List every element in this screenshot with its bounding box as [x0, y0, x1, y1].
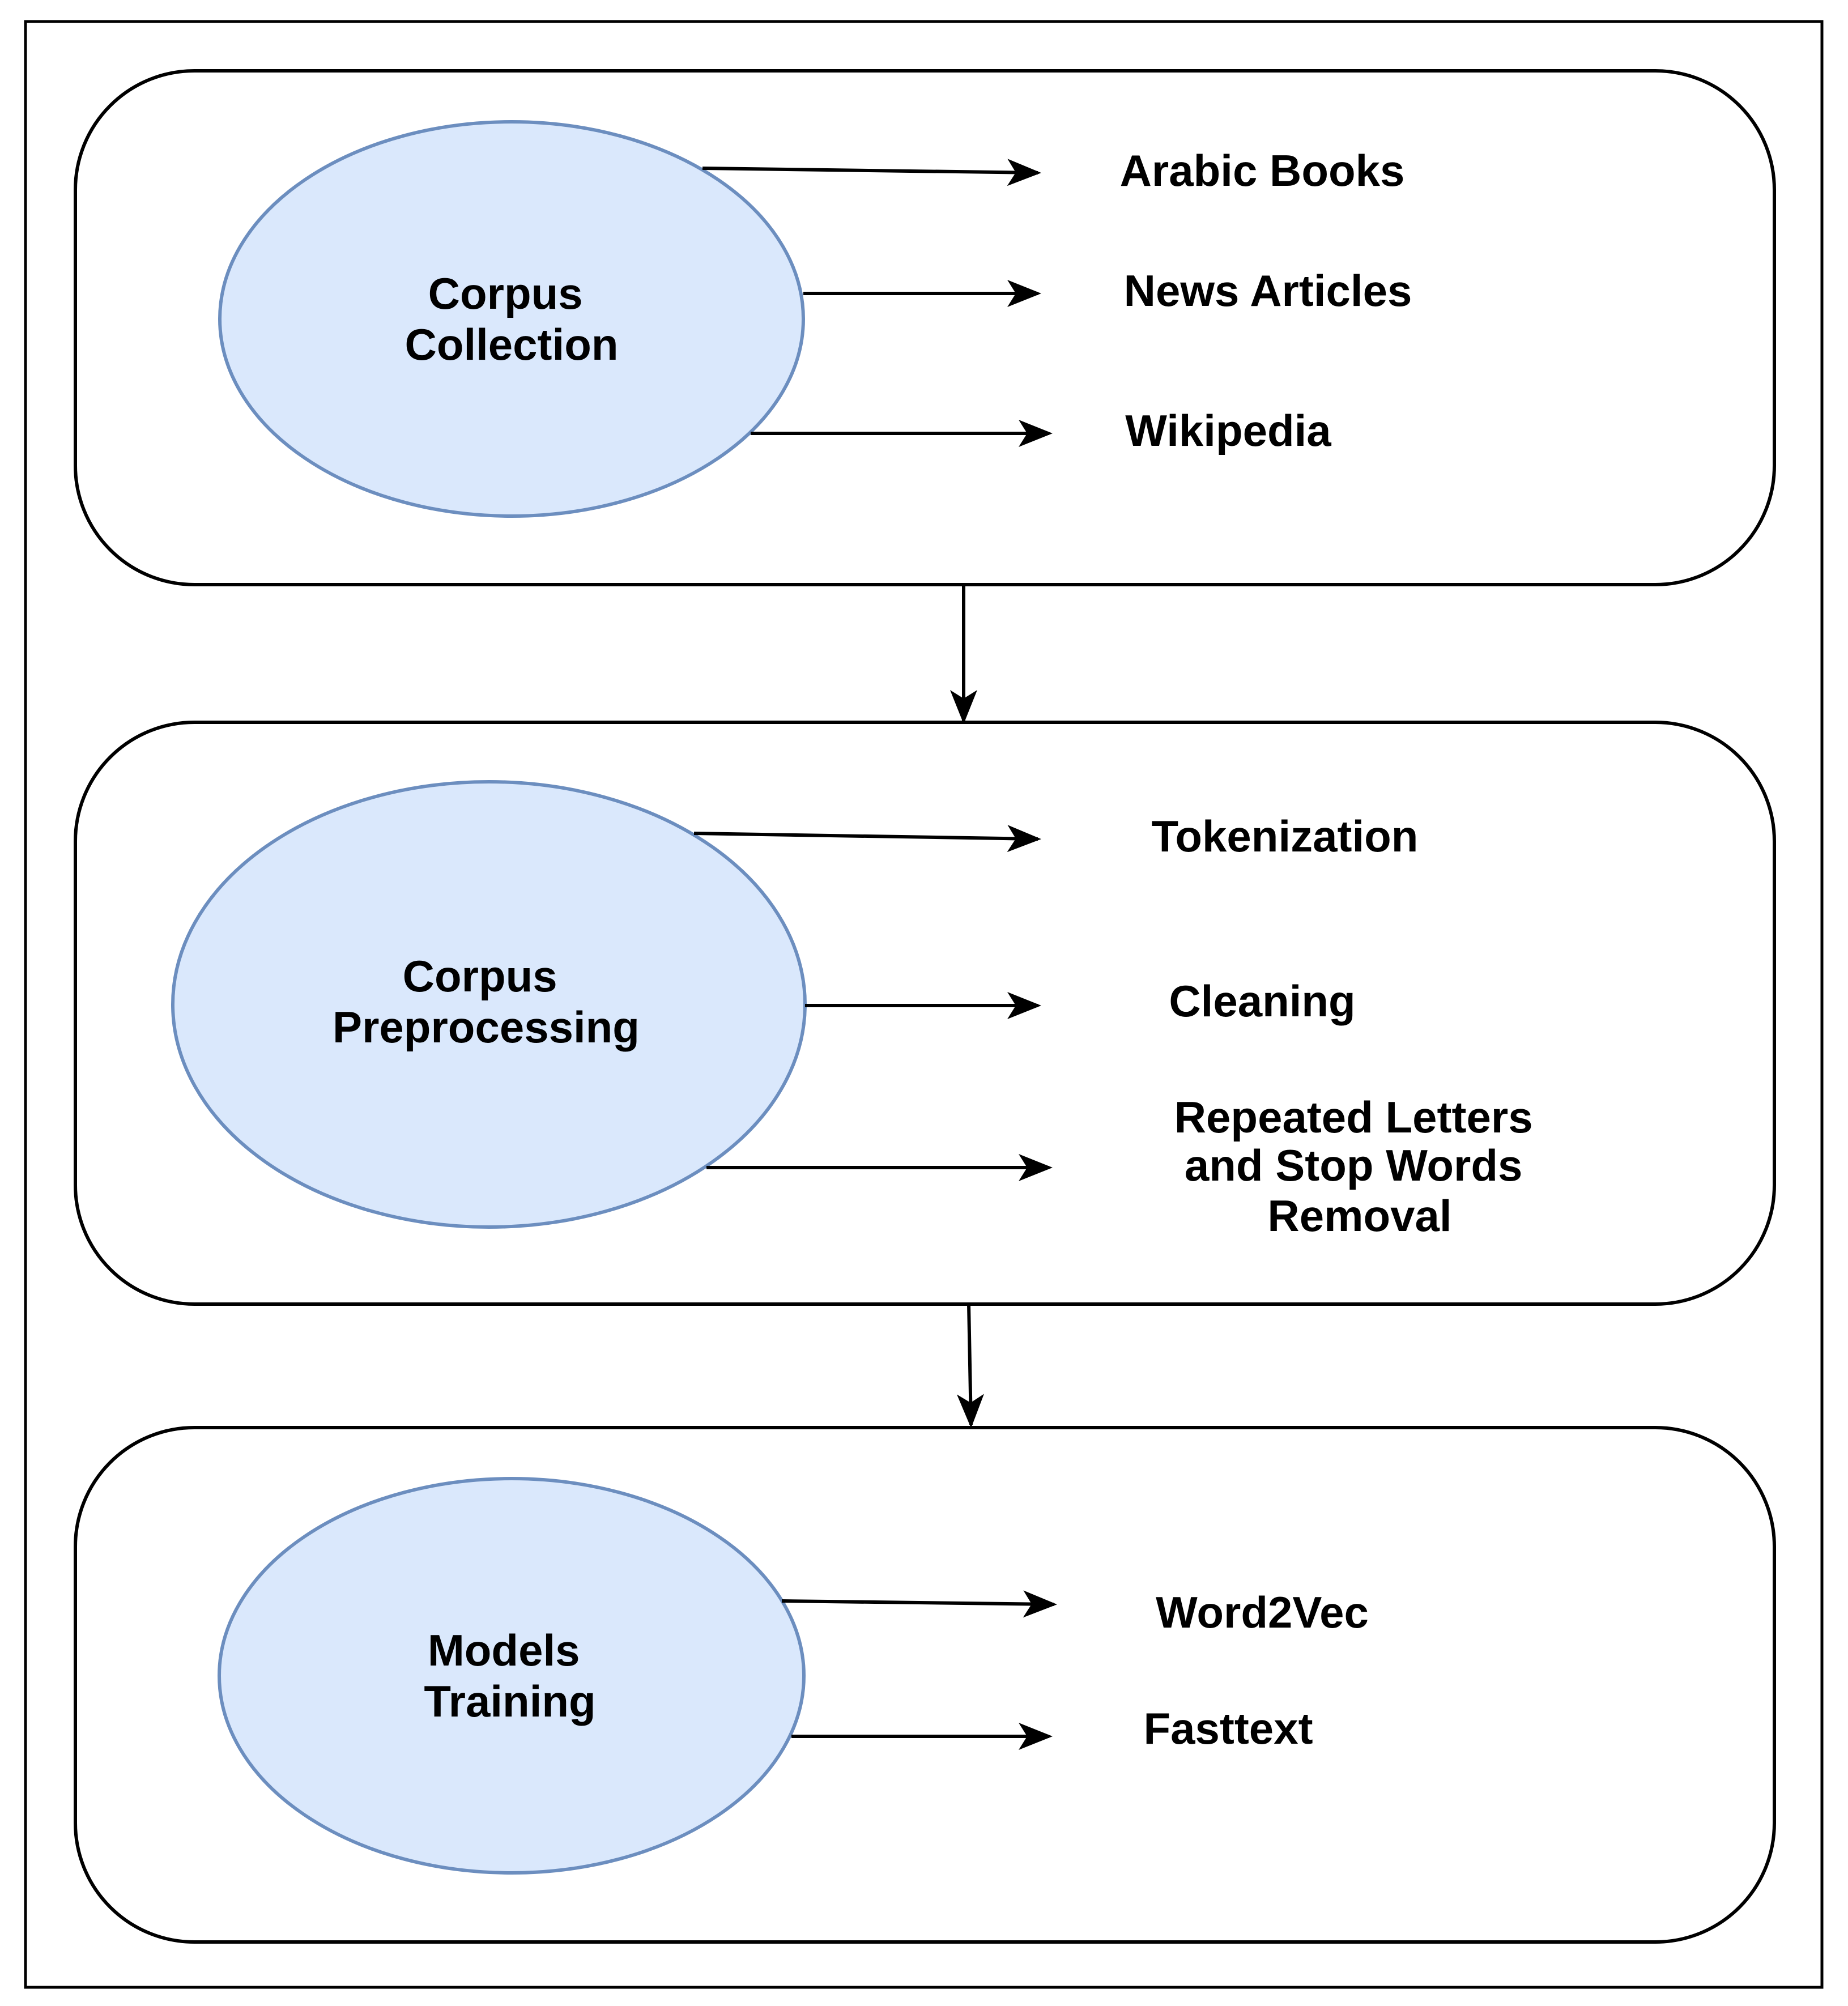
output-label-line: and Stop Words	[1185, 1140, 1523, 1190]
stage-title-line: Corpus	[403, 951, 557, 1001]
output-label: Cleaning	[1169, 976, 1355, 1026]
stage-title-line: Corpus	[428, 269, 583, 318]
stage-title: Corpus Collection	[404, 269, 618, 369]
outer-frame	[24, 20, 1824, 1989]
stage-title: Models Training	[424, 1625, 595, 1726]
stage-connector-arrow	[956, 1304, 984, 1428]
output-arrow	[702, 159, 1041, 186]
stage-models-training: Models Training Word2Vec Fasttext	[74, 1426, 1776, 1944]
output-label-line: Removal	[1267, 1191, 1451, 1241]
output-label: Repeated Letters and Stop Words Removal	[1174, 1092, 1545, 1241]
output-label-line: Wikipedia	[1125, 406, 1331, 455]
output-arrow	[781, 1590, 1057, 1618]
output-label: Tokenization	[1152, 811, 1419, 861]
stage-title: Corpus Preprocessing	[333, 951, 640, 1052]
output-label: Fasttext	[1143, 1703, 1313, 1753]
stage-title-line: Collection	[404, 320, 618, 369]
stage-title-line: Training	[424, 1676, 595, 1726]
output-label: Word2Vec	[1156, 1587, 1369, 1637]
output-label: Wikipedia	[1125, 406, 1331, 455]
output-label-line: Tokenization	[1152, 811, 1419, 861]
stage-node	[218, 120, 805, 518]
output-label-line: Cleaning	[1169, 976, 1355, 1026]
output-label-line: Fasttext	[1143, 1703, 1313, 1753]
output-label-line: News Articles	[1124, 266, 1412, 316]
output-label: News Articles	[1124, 266, 1412, 316]
output-label-line: Repeated Letters	[1174, 1092, 1533, 1142]
stage-corpus-preprocessing: Corpus Preprocessing Tokenization Cleani…	[74, 721, 1776, 1306]
stage-title-line: Preprocessing	[333, 1002, 640, 1052]
output-arrow	[693, 825, 1041, 853]
output-label-line: Arabic Books	[1120, 146, 1405, 195]
output-label-line: Word2Vec	[1156, 1587, 1369, 1637]
stage-node	[218, 1477, 806, 1875]
output-label: Arabic Books	[1120, 146, 1405, 195]
stage-title-line: Models	[428, 1625, 580, 1675]
stage-corpus-collection: Corpus Collection Arabic Books News Arti…	[74, 69, 1776, 586]
